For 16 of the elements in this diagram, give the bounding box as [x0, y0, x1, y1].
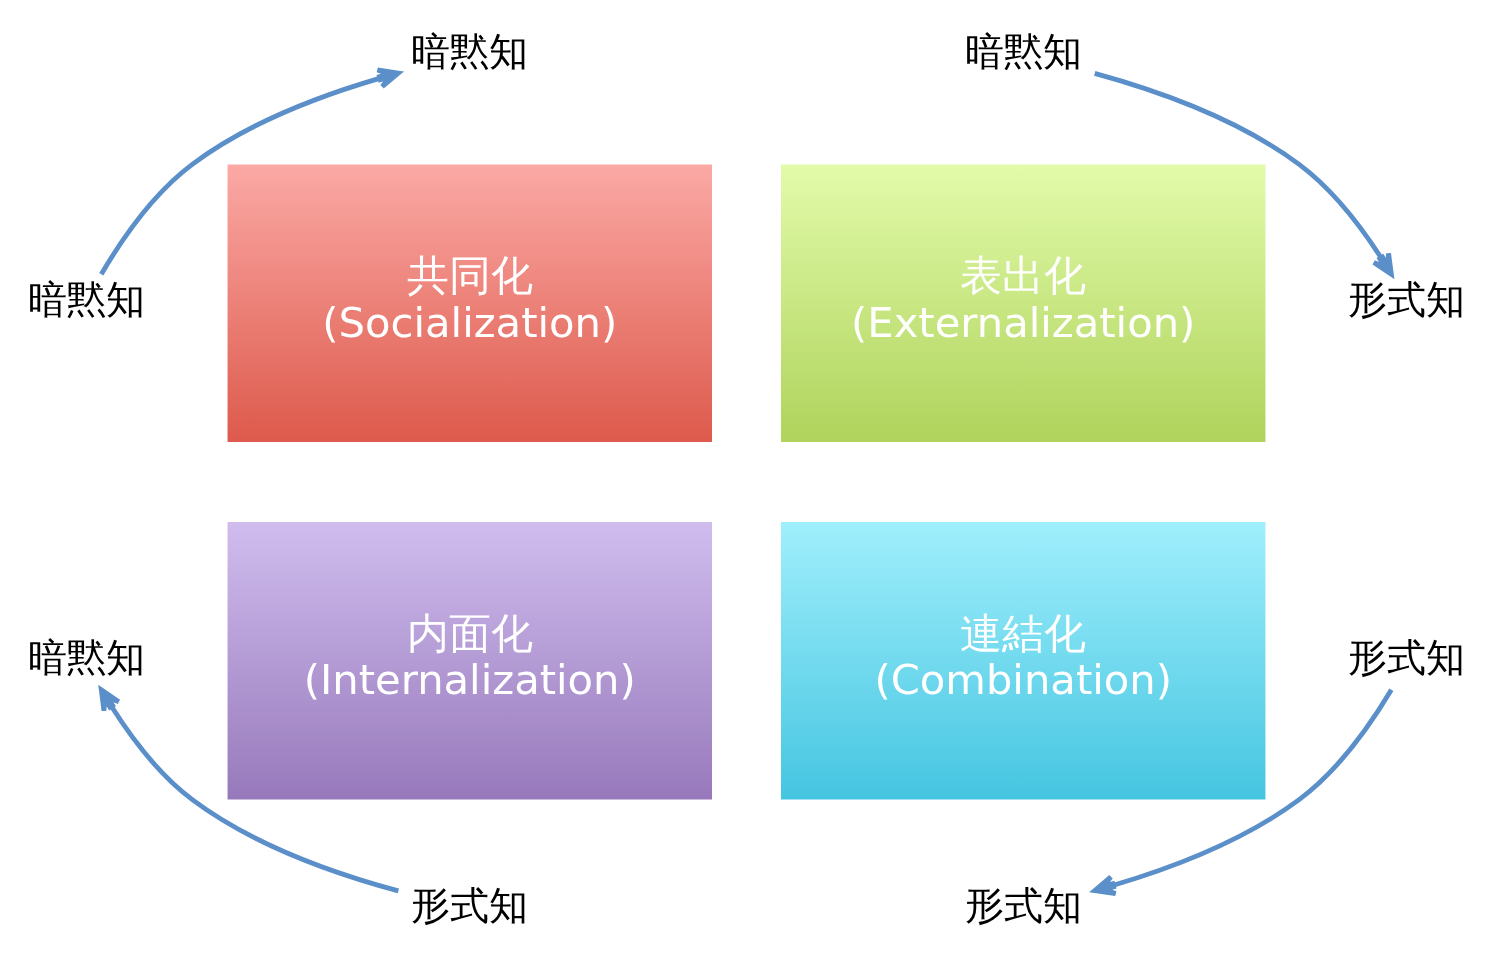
node-box: 共同化 (Socialization): [227, 164, 712, 442]
node-box: 連結化 (Combination): [781, 522, 1266, 800]
node-text: 形式知: [411, 882, 529, 928]
arrow: [1094, 71, 1394, 277]
node-box: 内面化 (Internalization): [227, 522, 712, 800]
node-text: 暗黙知: [27, 634, 145, 680]
node-text: 形式知: [1348, 634, 1466, 680]
node-text: 暗黙知: [964, 29, 1082, 75]
node-text: 暗黙知: [27, 277, 145, 323]
node-text: 暗黙知: [411, 29, 529, 75]
node-box: 表出化 (Externalization): [781, 164, 1266, 442]
arrow: [99, 67, 401, 276]
arrow: [1092, 688, 1394, 897]
arrow: [98, 687, 400, 894]
node-text: 形式知: [1348, 277, 1466, 323]
node-text: 形式知: [964, 882, 1082, 928]
